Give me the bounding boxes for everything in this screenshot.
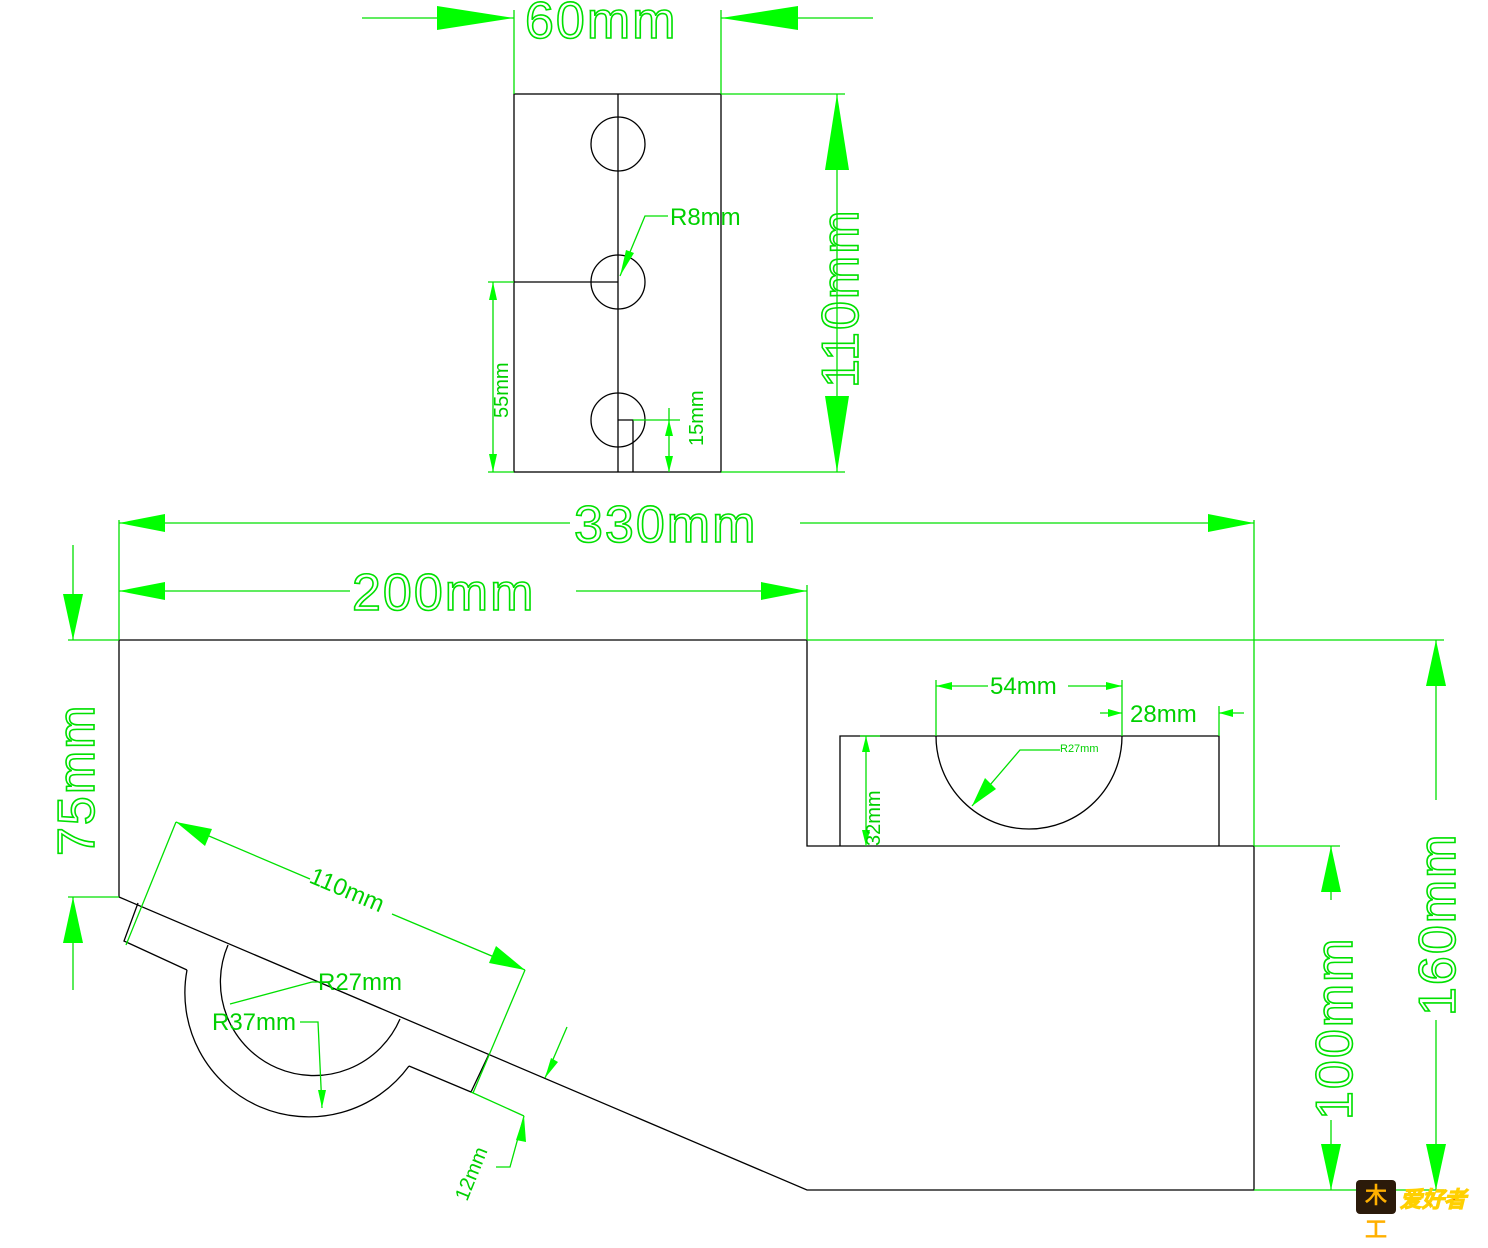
label-lip-thickness: 12mm [451,1144,492,1204]
label-top-width: 60mm [525,0,677,50]
label-slope-length: 110mm [306,863,389,918]
label-pocket-depth: 32mm [863,790,885,846]
top-part-outline [513,93,722,473]
label-pocket-radius: R27mm [1060,743,1099,755]
dim-pocket-width: 54mm [935,673,1123,736]
dim-left-height: 75mm [47,545,119,990]
label-inner-radius: R27mm [318,969,402,996]
dim-slot-height: 15mm [633,390,708,472]
dim-step-width: 200mm [119,563,808,640]
label-right-height: 100mm [1306,937,1364,1120]
dim-hole-radius: R8mm [619,204,741,277]
label-outer-radius: R37mm [212,1009,296,1036]
label-slot-height: 15mm [686,390,708,446]
dim-right-height: 100mm [1254,845,1365,1190]
label-overall-width: 330mm [574,496,757,554]
dim-lip-thickness: 12mm [451,1026,568,1204]
dim-total-height: 160mm [807,639,1468,1191]
dim-slope-length: 110mm [125,821,526,1094]
hole-top [590,116,646,172]
technical-drawing: 60mm 110mm R8mm 55mm 15mm [47,0,1468,1204]
watermark-logo: 木工 爱好者 [1356,1180,1480,1243]
label-left-height: 75mm [48,704,106,856]
dim-pocket-radius: R27mm [971,743,1099,807]
label-total-height: 160mm [1409,833,1467,1016]
dim-pocket-depth: 32mm [860,735,885,846]
label-hole-offset: 55mm [491,362,513,418]
hole-middle [590,254,646,310]
dim-cradle-radii: R27mm R37mm [212,969,402,1109]
label-top-height: 110mm [812,208,870,388]
dim-hole-offset: 55mm [488,281,514,473]
dim-top-width: 60mm [362,0,873,94]
logo-text: 爱好者 [1399,1188,1467,1214]
label-pocket-offset: 28mm [1130,701,1197,728]
label-pocket-width: 54mm [990,673,1057,700]
dim-pocket-offset: 28mm [1100,701,1244,736]
main-profile-outline [118,639,1255,1191]
dim-overall-width: 330mm [118,495,1255,846]
label-hole-radius: R8mm [670,204,741,231]
dim-top-height: 110mm [721,93,871,473]
label-step-width: 200mm [352,564,535,622]
logo-mark: 木工 [1356,1180,1396,1243]
